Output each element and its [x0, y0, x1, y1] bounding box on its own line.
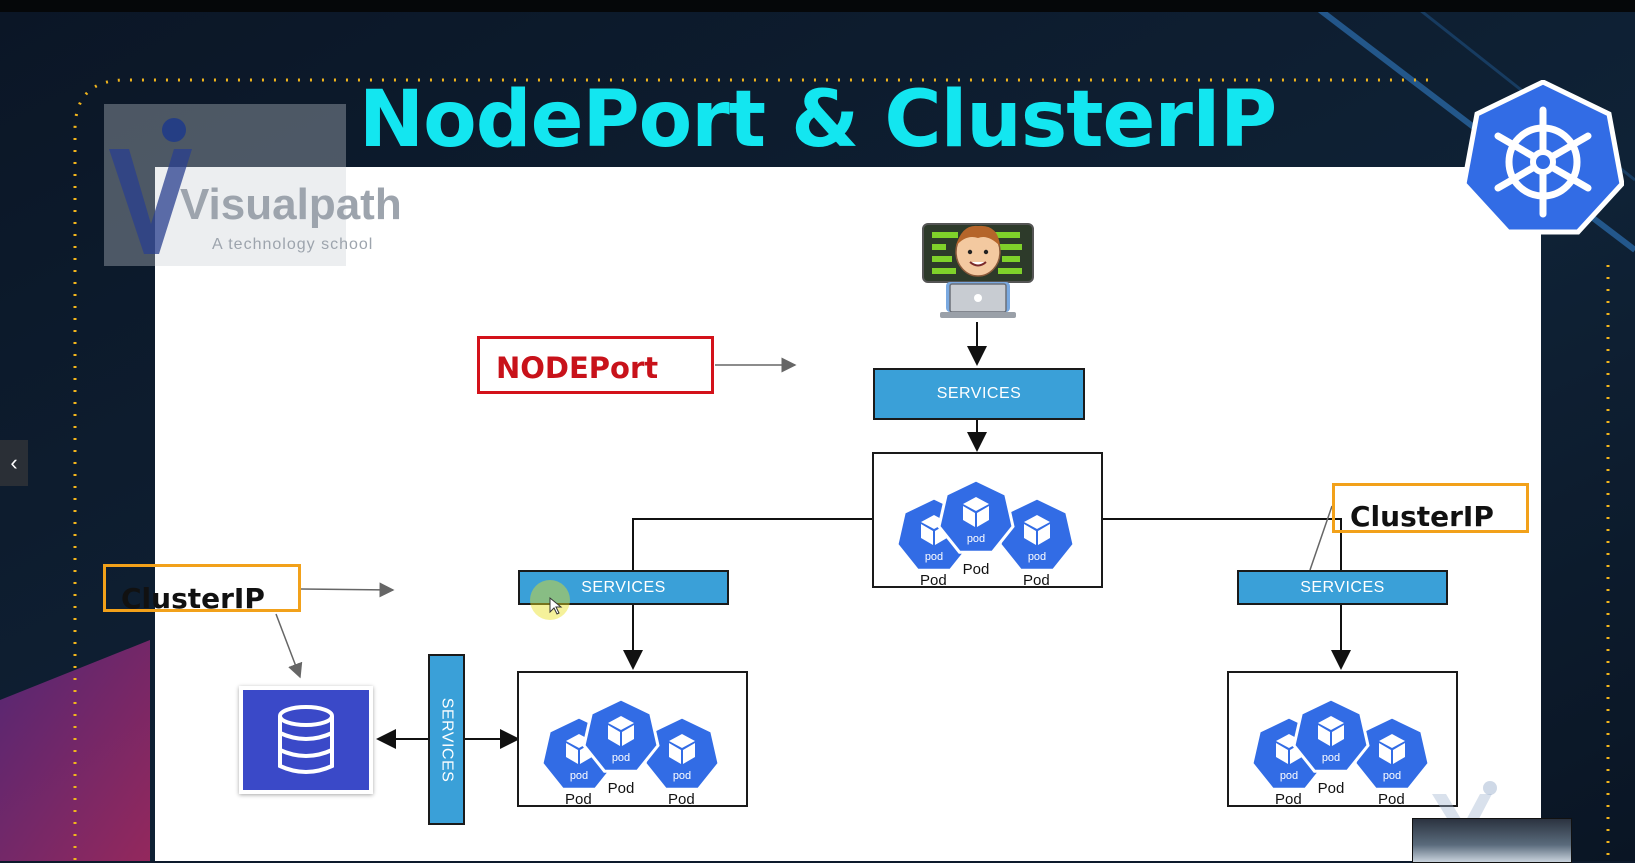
- top-bar: [0, 0, 1635, 12]
- services-box-right: SERVICES: [1237, 570, 1448, 605]
- watermark-small-icon: [1432, 781, 1497, 836]
- database-box: [239, 686, 373, 794]
- services-label: SERVICES: [581, 578, 666, 596]
- pod-label: Pod: [668, 791, 695, 808]
- pod-label: Pod: [1378, 791, 1405, 808]
- services-label: SERVICES: [936, 385, 1022, 402]
- svg-text:pod: pod: [673, 770, 691, 782]
- pod-label: Pod: [1023, 572, 1050, 589]
- watermark-logo: [104, 104, 346, 266]
- clusterip-callout-left: ClusterIP: [121, 582, 265, 615]
- pod-label: Pod: [920, 572, 947, 589]
- svg-text:pod: pod: [570, 770, 588, 782]
- svg-text:pod: pod: [612, 752, 630, 764]
- chevron-left-icon: ‹: [10, 450, 18, 475]
- developer-laptop-icon: [922, 223, 1034, 318]
- visualpath-v-icon: [109, 118, 192, 254]
- svg-text:Pod: Pod: [963, 561, 990, 578]
- slide-title: NodePort & ClusterIP: [358, 75, 1277, 165]
- prev-slide-button[interactable]: ‹: [0, 440, 28, 486]
- services-box-vertical: SERVICES: [428, 654, 465, 825]
- services-box-top: SERVICES: [873, 368, 1085, 420]
- kubernetes-helm-icon: [1462, 80, 1624, 235]
- svg-text:pod: pod: [1028, 551, 1046, 563]
- clusterip-callout-right: ClusterIP: [1350, 500, 1494, 533]
- watermark-tagline: A technology school: [212, 236, 374, 253]
- services-label: SERVICES: [1300, 578, 1385, 596]
- video-thumbnail[interactable]: [1412, 818, 1572, 863]
- svg-text:pod: pod: [1383, 770, 1401, 782]
- watermark-name: Visualpath: [180, 180, 402, 229]
- clusterip-callout-right-box: [1332, 483, 1529, 533]
- nodeport-callout: NODEPort: [477, 336, 714, 394]
- services-label: SERVICES: [438, 697, 456, 782]
- pod-label: Pod: [1275, 791, 1302, 808]
- clusterip-callout-left-box: [103, 564, 301, 612]
- svg-text:pod: pod: [967, 533, 985, 545]
- svg-text:Pod: Pod: [1318, 780, 1345, 797]
- pod-label: Pod: [565, 791, 592, 808]
- services-box-left: SERVICES: [518, 570, 729, 605]
- database-icon: [243, 690, 369, 790]
- svg-text:pod: pod: [1322, 752, 1340, 764]
- svg-text:pod: pod: [925, 551, 943, 563]
- svg-text:pod: pod: [1280, 770, 1298, 782]
- svg-text:Pod: Pod: [608, 780, 635, 797]
- cursor-highlight: [530, 580, 570, 620]
